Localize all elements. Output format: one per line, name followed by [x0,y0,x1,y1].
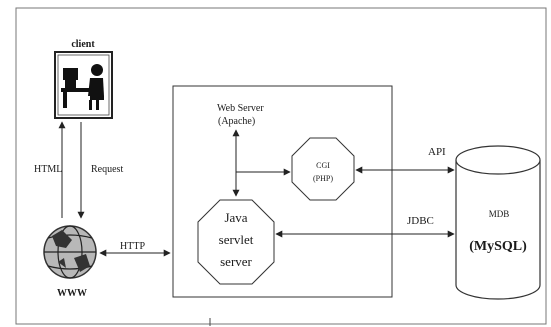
http-label: HTTP [120,241,145,252]
web-server-label: Web Server [217,103,264,114]
globe-icon [43,225,97,279]
outer-border [15,7,547,325]
client-label: client [71,39,95,50]
java-servlet-node [197,199,275,285]
computer-user-icon [54,51,113,119]
www-label: WWW [57,288,87,299]
java-label: Java [224,210,247,225]
client-node: client [54,39,113,119]
servlet-label: servlet [219,232,254,247]
cgi-label: CGI [316,161,330,170]
php-label: (PHP) [313,174,333,183]
api-label: API [428,146,446,158]
server-label: server [220,254,252,269]
cgi-node [291,137,355,201]
mysql-label: (MySQL) [469,239,527,254]
jdbc-label: JDBC [407,215,434,227]
apache-label: (Apache) [218,116,255,127]
mdb-label: MDB [489,209,510,219]
database-cylinder-icon [455,145,541,300]
request-label: Request [91,164,123,175]
web-server-box [172,85,393,298]
html-label: HTML [34,164,62,175]
